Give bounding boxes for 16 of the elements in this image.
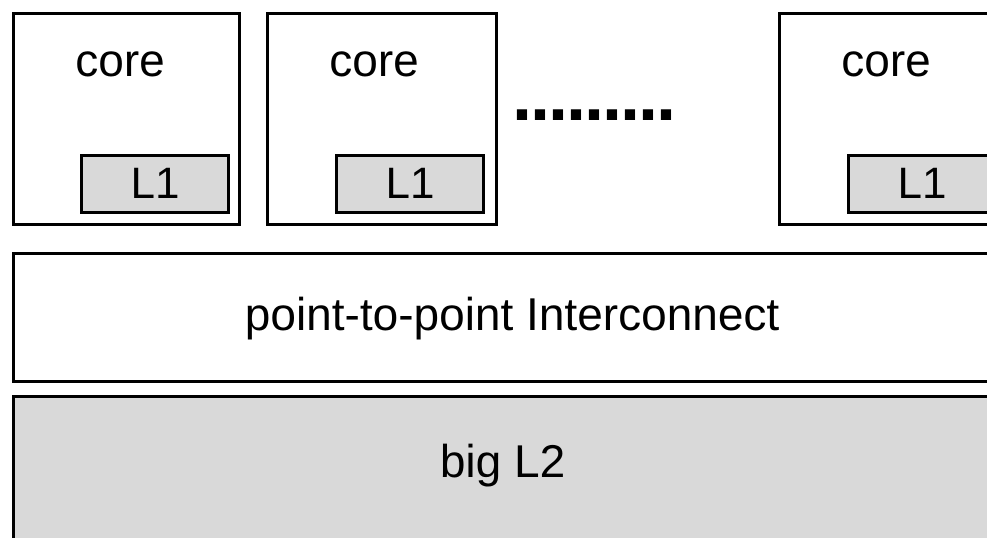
node-label: core — [840, 37, 932, 83]
l1-cache-box — [847, 154, 987, 214]
l1-cache-box — [335, 154, 485, 214]
node-label: L1 — [898, 162, 946, 206]
l2-cache-band — [12, 395, 987, 538]
l1-cache-box — [80, 154, 230, 214]
interconnect-band — [12, 252, 987, 383]
node-label: core — [74, 37, 166, 83]
ellipsis-dots: ......... — [512, 60, 674, 132]
node-label: L1 — [386, 162, 434, 206]
core-box — [778, 12, 987, 226]
core-box — [266, 12, 498, 226]
node-label: L1 — [130, 162, 180, 206]
node-label: big L2 — [438, 438, 566, 484]
node-label: core — [328, 37, 420, 83]
core-box — [12, 12, 241, 226]
